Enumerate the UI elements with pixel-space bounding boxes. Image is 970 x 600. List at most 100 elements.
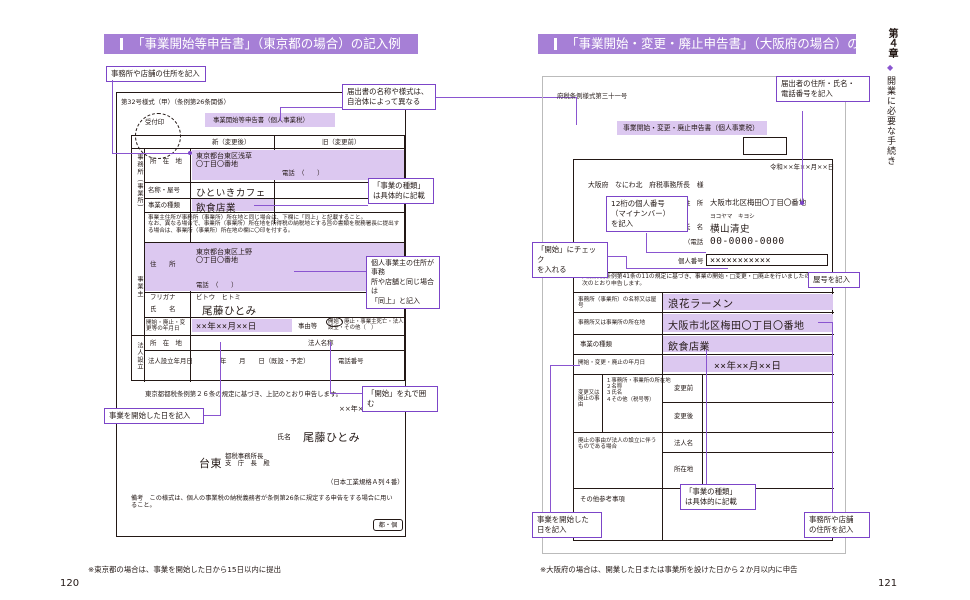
shop-name: ひといきカフェ [196, 188, 266, 199]
osaka-label-shop: 事務所（事業所）の名称又は屋号 [578, 297, 657, 310]
osaka-start-date: ××年××月××日 [714, 361, 782, 372]
note-mynumber: 12桁の個人番号 （マイナンバー） を記入 [606, 196, 688, 232]
sign-name-label: 氏名 [277, 433, 291, 441]
corp-year-label: 年 月 日（既設・予定） [220, 357, 310, 365]
stamp-circle [135, 113, 181, 159]
osaka-law-text: 大阪府税条例第41条の11の規定に基づき、事業の開始・□変更・□廃止を行いました… [582, 274, 822, 287]
osaka-label-corp-location: 所在地 [674, 465, 694, 473]
osaka-label-before: 変更前 [674, 384, 694, 392]
osaka-label-address: 住 所 [684, 199, 704, 207]
osaka-label-change: 変更又は廃止の事由 [578, 390, 600, 409]
furigana-value: ビトウ ヒトミ [196, 293, 241, 301]
osaka-address: 大阪市北区梅田〇丁目〇番地 [710, 198, 807, 207]
osaka-title-highlight [617, 121, 767, 135]
osaka-label-corp: 廃止の事由が法人の設立に伴うものである場合 [578, 438, 657, 451]
osaka-label-other: その他参考事項 [580, 495, 625, 503]
chapter-diamond: ◆ [887, 63, 894, 72]
start-date-highlight [192, 319, 292, 332]
tax-office-suffix: 都税事務所長 支 庁 長 殿 [225, 452, 270, 468]
osaka-form-title: 事業開始・変更・廃止申告書（個人事業税） [623, 124, 759, 132]
owner-phone: 電話 （ ） [196, 281, 238, 289]
label-corp-location: 所 在 地 [150, 339, 182, 347]
sign-name: 尾藤ひとみ [303, 431, 361, 444]
business-type: 飲食店業 [196, 203, 237, 214]
chapter-label: 第４章 [886, 28, 897, 58]
side-corp: 法人設立 [136, 342, 143, 371]
osaka-label-after: 変更後 [674, 412, 694, 420]
osaka-form-number: 府税条例様式第三十一号 [557, 92, 628, 100]
note-office: 事務所や店舗 の住所を記入 [804, 512, 870, 538]
office-address: 東京都台東区浅草 〇丁目〇番地 [196, 152, 252, 169]
osaka-label-date: 開始・変更・廃止の年月日 [578, 360, 646, 366]
note-office-address: 事務所や店舗の住所を記入 [106, 66, 206, 82]
note-form-name: 届出書の名称や様式は、 自治体によって異なる [342, 84, 436, 110]
label-corp-phone: 電話番号 [338, 357, 364, 365]
label-furigana: フリガナ [150, 293, 176, 301]
col-new: 新（変更後） [212, 138, 251, 146]
left-footnote: ※東京都の場合は、事業を開始した日から15日以内に提出 [88, 565, 281, 574]
osaka-location: 大阪市北区梅田〇丁目〇番地 [668, 321, 805, 332]
note-shop: 屋号を記入 [808, 272, 860, 288]
osaka-name: 横山清史 [710, 224, 751, 235]
office-address-highlight [192, 150, 404, 180]
label-residence: 住 所 [150, 260, 176, 268]
left-page-title: 「事業開始等申告書」（東京都の場合）の記入例 [104, 34, 418, 54]
stamp-label: 受付印 [145, 118, 165, 126]
osaka-shop-name: 浪花ラーメン [668, 298, 734, 310]
label-start-date: 開始・廃止・変更等の年月日 [146, 320, 186, 333]
label-corp-date: 法人設立年月日 [148, 357, 193, 365]
osaka-business-type: 飲食店業 [668, 342, 710, 353]
owner-name: 尾藤ひとみ [202, 305, 257, 317]
right-footnote: ※大阪府の場合は、開業した日または事業所を設けた日から２か月以内に申告 [540, 565, 798, 574]
osaka-date-highlight [663, 356, 833, 372]
osaka-change-items: １事務所・事業所の所在地 ２名称 ３氏名 ４その他（税号等） [606, 378, 671, 403]
label-shop-name: 名称・屋号 [148, 186, 180, 194]
form-title-highlight [205, 113, 335, 127]
osaka-type-highlight [663, 336, 833, 352]
note-owner-address: 個人事業主の住所が事務 所や店舗と同じ場合は 「同上」と記入 [366, 256, 440, 310]
owner-address: 東京都台東区上野 〇丁目〇番地 [196, 248, 252, 265]
note-circle: 「開始」を丸で囲む [362, 386, 438, 412]
tax-office-ward: 台東 [199, 457, 222, 470]
osaka-location-highlight [663, 314, 833, 332]
right-page-title: 「事業開始・変更・廃止申告書」（大阪府の場合）の記入例 [538, 34, 897, 54]
note-type: 「事業の種類」 は具体的に記載 [680, 484, 756, 510]
note-start: 事業を開始した 日を記入 [532, 512, 602, 538]
col-old: 旧（変更前） [322, 138, 361, 146]
left-page-number: 120 [60, 578, 80, 589]
label-reason: 事由等 [298, 322, 318, 330]
start-date: ××年××月××日 [196, 322, 257, 332]
owner-address-highlight [145, 243, 404, 291]
chapter-subtitle: 開業に必要な手続き [885, 76, 895, 166]
note-business-type: 「事業の種類」 は具体的に記載 [368, 178, 434, 204]
side-office: 事務所（事業所） [136, 154, 143, 212]
osaka-label-name: 氏 名 [684, 223, 704, 231]
right-page-number: 121 [878, 578, 898, 589]
law-text: 東京都都税条例第２６条の規定に基づき、上記のとおり申告します。 [145, 390, 343, 398]
form-number: 第32号様式（甲）（条例第26条関係） [121, 98, 230, 106]
label-person-name: 氏 名 [150, 305, 176, 313]
label-business-type: 事業の種類 [148, 201, 180, 209]
tokyo-form: 第32号様式（甲）（条例第26条関係） 受付印 事業開始等申告書（個人事業税） … [116, 92, 406, 537]
business-type-highlight [192, 199, 274, 211]
osaka-label-phone: （電話 [684, 238, 704, 246]
label-location: 所 在 地 [150, 157, 182, 165]
osaka-number-cells: ××××××××××× [710, 255, 771, 265]
note-applicant: 届出者の住所・氏名・ 電話番号を記入 [776, 76, 870, 102]
form-grid: 新（変更後） 旧（変更前） 事務所（事業所） 所 在 地 東京都台東区浅草 〇丁… [131, 135, 406, 382]
note-start-date: 事業を開始した日を記入 [104, 408, 204, 424]
note-check: 「開始」にチェック を入れる [532, 242, 608, 278]
form-remark: 備考 この様式は、個人の事業税の納税義務者が条例第26条に規定する申告をする場合… [131, 495, 393, 510]
side-owner: 事業主 [136, 276, 143, 298]
osaka-form: 令和××年××月××日 大阪府 なにわ北 府税事務所長 様 住 所 大阪市北区梅… [573, 159, 834, 541]
osaka-furigana: ヨコヤマ キヨシ [710, 214, 755, 220]
osaka-label-number: 個人番号 [678, 257, 704, 265]
start-circle [326, 317, 343, 327]
osaka-shop-highlight [663, 294, 833, 310]
label-corp-name: 法人名称 [308, 339, 334, 347]
osaka-label-location: 事務所又は事業所の所在地 [578, 320, 646, 326]
osaka-sheet: 府税条例様式第三十一号 事業開始・変更・廃止申告書（個人事業税） 令和××年××… [542, 76, 846, 554]
note-same-address: 事業主住所が事務所（事業所）所在地と同じ場合は、下欄に「同上」と記載すること。 … [148, 215, 400, 234]
osaka-label-corp-name: 法人名 [674, 439, 694, 447]
reason-options: 開始・廃止・事業主死亡・法人設立・その他（ ） [328, 319, 404, 332]
